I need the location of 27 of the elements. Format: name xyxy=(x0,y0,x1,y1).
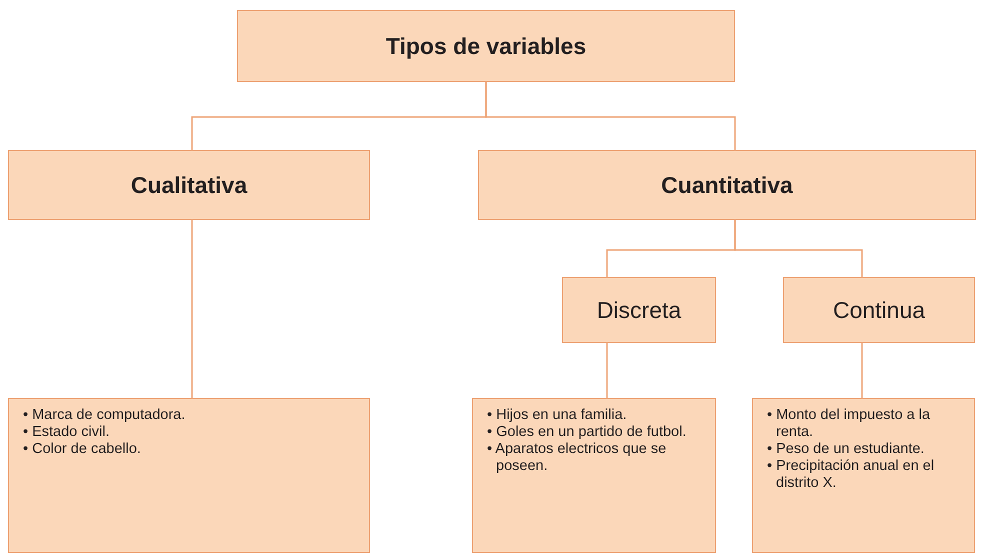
category-label: Tipos de variables xyxy=(386,32,586,60)
bullet-item: • Color de cabello. xyxy=(23,441,142,458)
bullet-item: • Precipitación anual en el distrito X. xyxy=(767,458,936,492)
category-label: Cuantitativa xyxy=(661,172,793,198)
bullet-item: • Aparatos electricos que se poseen. xyxy=(487,441,668,475)
bullet-item: • Estado civil. xyxy=(23,424,110,441)
category-label: Cualitativa xyxy=(130,172,248,198)
category-box xyxy=(237,10,735,82)
category-label: Discreta xyxy=(596,296,682,324)
connector-line xyxy=(606,343,608,398)
example-box xyxy=(472,398,716,553)
category-box xyxy=(478,150,976,220)
category-box xyxy=(562,277,716,343)
category-label: Continua xyxy=(832,296,926,324)
category-box xyxy=(8,150,370,220)
connector-line xyxy=(191,220,193,398)
bullet-item: • Goles en un partido de futbol. xyxy=(487,424,688,441)
category-box xyxy=(783,277,975,343)
example-box xyxy=(8,398,370,553)
bullet-item: • Peso de un estudiante. xyxy=(767,441,926,458)
example-box xyxy=(752,398,975,553)
connector-line xyxy=(485,82,736,150)
bullet-item: • Hijos en una familia. xyxy=(487,407,628,424)
bullet-item: • Monto del impuesto a la renta. xyxy=(767,407,932,441)
connector-line xyxy=(861,343,863,398)
connector-line xyxy=(734,220,863,277)
bullet-item: • Marca de computadora. xyxy=(23,407,186,424)
